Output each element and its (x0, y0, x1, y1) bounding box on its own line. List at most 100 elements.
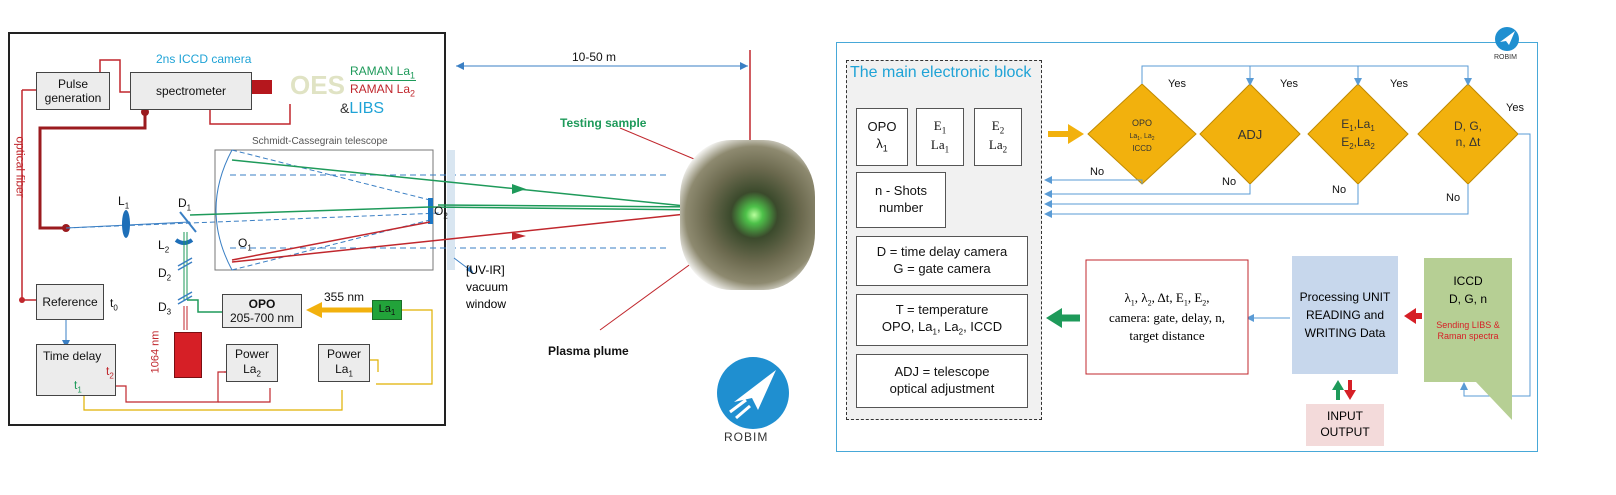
vacuum-window-label: [UV-IR] vacuum window (466, 263, 509, 311)
e1-param-box: E1 La1 (916, 108, 964, 166)
params-box: λ1, λ2, Δt, E1, E2, camera: gate, delay,… (1086, 260, 1248, 374)
d2-label: D2 (158, 266, 172, 283)
la2-param-label: La2 (988, 137, 1008, 155)
processing-line-3: WRITING Data (1304, 326, 1386, 340)
oes-label: OES (290, 70, 345, 100)
la1-laser-box: La1 (372, 300, 402, 320)
sending-line-2: Raman spectra (1437, 330, 1499, 341)
e1-label: E1 (933, 117, 947, 136)
o2-label: O2 (434, 204, 448, 221)
power-la2-label: Power La2 (234, 347, 269, 379)
yes-label-4: Yes (1506, 102, 1524, 114)
raman-la1-label: RAMAN La1 (350, 64, 416, 81)
no-label-1: No (1090, 166, 1105, 178)
d3-text-1: E1,La1 (1341, 117, 1375, 133)
sample-rock-image (680, 140, 815, 290)
testing-sample-label: Testing sample (560, 116, 647, 130)
d2-text: ADJ (1238, 127, 1263, 142)
d1-label: D1 (178, 196, 192, 213)
iccd-box: ICCD D, G, n Sending LIBS & Raman spectr… (1424, 272, 1512, 342)
power-la1-label: Power La1 (326, 347, 361, 379)
processing-line-2: READING and (1305, 308, 1385, 322)
adj-label-2: optical adjustment (889, 381, 995, 396)
sending-line-1: Sending LIBS & (1436, 320, 1500, 330)
output-label: OUTPUT (1320, 425, 1370, 439)
nm355-label: 355 nm (324, 290, 365, 304)
opo-param-box: OPO λ1 (856, 108, 908, 166)
spectrometer-box: spectrometer (130, 72, 252, 110)
la2-laser-icon (174, 332, 202, 378)
shots-label-2: number (878, 200, 924, 215)
params-line-3: target distance (1129, 327, 1205, 343)
power-la1-box: Power La1 (318, 344, 370, 382)
t0-label: t0 (110, 296, 118, 313)
adj-label-1: ADJ = telescope (894, 364, 990, 380)
reference-box: Reference (36, 284, 104, 320)
temperature-label: T = temperature (895, 302, 989, 318)
adj-box: ADJ = telescope optical adjustment (856, 354, 1028, 408)
input-label: INPUT (1327, 409, 1363, 424)
gate-label: G = gate camera (893, 261, 991, 276)
pulse-generation-label: Pulse generation (44, 76, 102, 105)
iccd-params: D, G, n (1448, 292, 1487, 306)
temperature-devices: OPO, La1, La2, ICCD (881, 318, 1003, 337)
reference-label: Reference (42, 295, 98, 309)
opo-box: OPO 205-700 nm (222, 294, 302, 328)
d4-text-2: n, Δt (1456, 135, 1481, 149)
l2-label: L2 (158, 238, 170, 255)
d1-iccd-text: ICCD (1132, 144, 1152, 153)
robim-logo-text: ROBIM (724, 430, 769, 444)
no-label-2: No (1222, 176, 1237, 188)
setup-panel (8, 32, 446, 426)
raman-divider (350, 80, 416, 81)
pulse-generation-box: Pulse generation (36, 72, 110, 110)
robim-logo-large (717, 357, 789, 429)
t2-label: t2 (106, 364, 114, 381)
control-panel (836, 42, 1538, 452)
block-title: The main electronic block (850, 64, 1032, 81)
o1-label: O1 (238, 236, 252, 253)
d1-opo-text: OPO (1132, 118, 1152, 128)
delay-label: D = time delay camera (876, 244, 1008, 260)
robim-logo-small-text: ROBIM (1494, 54, 1517, 61)
la1-param-label: La1 (930, 137, 950, 155)
opo-range-label: 205-700 nm (229, 311, 295, 325)
time-delay-box: Time delay (36, 344, 116, 396)
distance-label: 10-50 m (572, 50, 617, 64)
opo-param-label: OPO (867, 118, 897, 134)
yes-label-1: Yes (1168, 78, 1186, 90)
camera-icon (252, 80, 272, 94)
shots-box: n - Shots number (856, 172, 946, 228)
power-la2-box: Power La2 (226, 344, 278, 382)
camera-label: 2ns ICCD camera (156, 52, 252, 66)
robim-logo-small (1495, 27, 1519, 51)
la1-laser-label: La1 (378, 302, 396, 318)
d4-text-1: D, G, (1454, 119, 1482, 133)
temperature-box: T = temperature OPO, La1, La2, ICCD (856, 294, 1028, 346)
t1-label: t1 (74, 378, 82, 395)
d1-la-text: La1, La2 (1129, 133, 1154, 142)
no-label-3: No (1332, 184, 1347, 196)
plasma-plume-label: Plasma plume (548, 344, 629, 358)
processing-line-1: Processing UNIT (1299, 290, 1391, 304)
raman-la2-label: RAMAN La2 (350, 82, 416, 99)
yes-label-2: Yes (1280, 78, 1298, 90)
amp-libs-label: &LIBS (340, 100, 385, 117)
no-label-4: No (1446, 192, 1461, 204)
telescope-label: Schmidt-Cassegrain telescope (252, 136, 388, 147)
params-line-2: camera: gate, delay, n, (1108, 309, 1226, 325)
processing-unit-box: Processing UNIT READING and WRITING Data (1292, 256, 1398, 374)
e2-param-box: E2 La2 (974, 108, 1022, 166)
shots-label-1: n - Shots (874, 183, 928, 199)
lambda1-label: λ1 (876, 135, 888, 154)
opo-label: OPO (248, 296, 276, 311)
d3-text-2: E2,La2 (1341, 135, 1375, 151)
l1-label: L1 (118, 194, 130, 211)
delay-gate-box: D = time delay camera G = gate camera (856, 236, 1028, 286)
e2-label: E2 (991, 117, 1005, 136)
yes-label-3: Yes (1390, 78, 1408, 90)
iccd-label: ICCD (1453, 274, 1483, 288)
spectrometer-label: spectrometer (155, 84, 227, 98)
